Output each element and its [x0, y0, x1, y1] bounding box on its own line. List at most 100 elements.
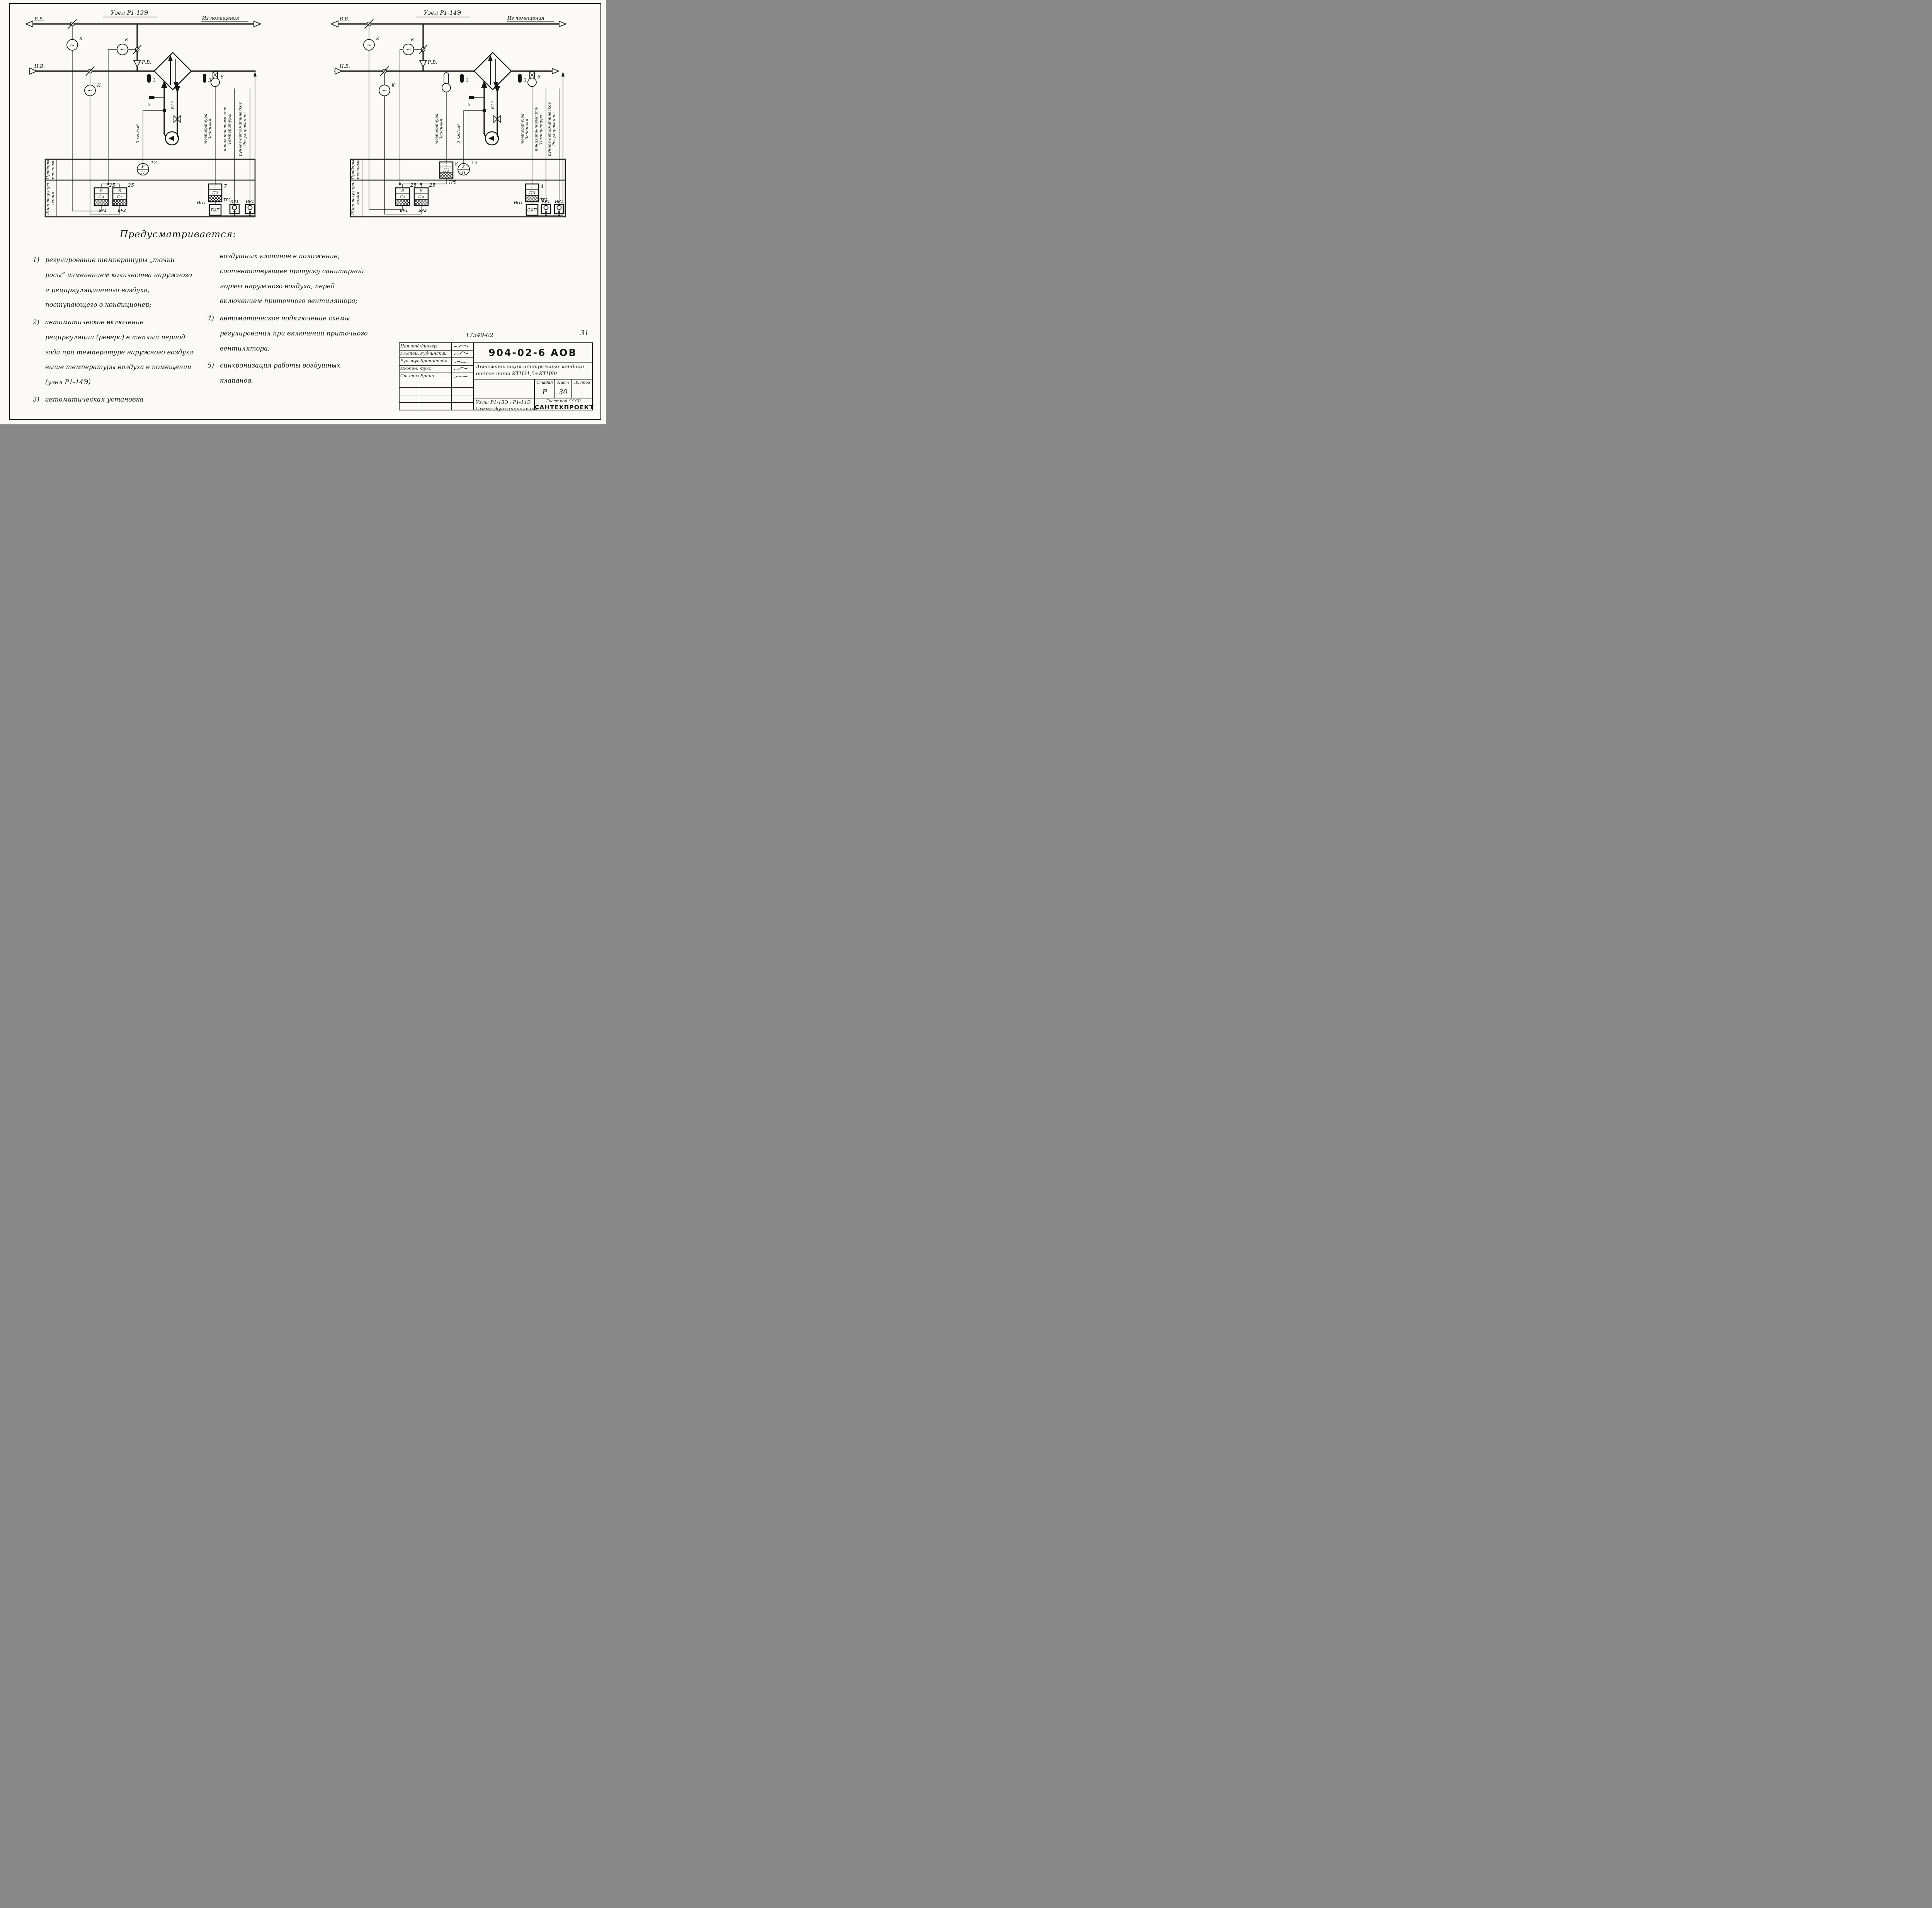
- exhaust-air-line: В.В. Из помещения: [330, 15, 567, 28]
- note-item: 3) автоматическая установка: [33, 395, 144, 403]
- motor-label: К: [410, 37, 415, 43]
- svg-text:температура: температура: [203, 114, 208, 145]
- svg-text:Из помещения: Из помещения: [507, 15, 544, 21]
- duct-sensors: 3 3 6: [147, 71, 224, 87]
- svg-text:Сл: Сл: [418, 195, 424, 199]
- regulator-block-tr1: t ПЗ 4 ТР1: [525, 183, 548, 203]
- svg-text:КР1: КР1: [230, 199, 238, 204]
- note-item: 2) автоматическое включение рециркуляции…: [33, 318, 194, 386]
- diagram-title: Узел Р1-13Э: [111, 9, 148, 16]
- svg-text:БР2: БР2: [118, 208, 126, 213]
- svg-text:~: ~: [366, 41, 372, 49]
- gauge-rp-12: Р П 12: [457, 160, 478, 175]
- exhaust-damper-actuator: ~ К: [363, 19, 403, 210]
- note-item: 1) регулирование температуры „точки росы…: [33, 256, 192, 309]
- svg-text:Н.В.: Н.В.: [339, 63, 350, 69]
- signer-row-empty: [400, 402, 473, 410]
- svg-text:ПЗ: ПЗ: [443, 168, 449, 173]
- svg-text:ручное-автоматическое: ручное-автоматическое: [547, 102, 552, 156]
- svg-text:t: t: [446, 162, 447, 167]
- control-panel: Приборы местные Щит регулиро- вания t ПЗ…: [350, 71, 566, 218]
- svg-text:Заданная: Заданная: [208, 119, 213, 140]
- svg-text:Регулирование:: Регулирование:: [243, 112, 247, 146]
- rv-label: Р.В.: [141, 60, 151, 65]
- pressure-tag: 3 кгс/см²: [136, 124, 140, 143]
- svg-text:t: t: [531, 185, 533, 189]
- svg-text:местные: местные: [356, 160, 361, 180]
- motor-label: К: [391, 83, 395, 88]
- pipe-tag: В12: [171, 101, 175, 109]
- pipe-tag: В12: [491, 101, 495, 109]
- svg-text:вания: вания: [356, 192, 361, 204]
- title-block-right: 904-02-6 АОВ Автоматизация центральных к…: [474, 343, 594, 412]
- svg-text:S: S: [118, 189, 121, 193]
- svg-text:25: 25: [429, 182, 435, 188]
- control-unit-kr1: КР1: [229, 199, 240, 214]
- svg-text:БР1: БР1: [400, 208, 408, 213]
- svg-text:12: 12: [151, 160, 157, 165]
- svg-text:Заданная: Заданная: [525, 119, 529, 140]
- recirculation-branch: Р.В. ~ К: [400, 23, 437, 184]
- svg-text:S: S: [100, 189, 102, 193]
- document-number: 17349-02: [466, 332, 493, 339]
- motor-label: К: [79, 36, 83, 41]
- signer-row: Гл.спец. Рубчинский: [400, 351, 473, 358]
- notes-column-right: воздушных клапанов в положение, соответс…: [207, 249, 369, 391]
- svg-text:Р: Р: [141, 164, 145, 169]
- ip1-label: ИП1: [197, 200, 206, 205]
- signer-row: Нач.отд Фингер: [400, 343, 473, 351]
- svg-text:Из помещения: Из помещения: [202, 15, 239, 21]
- signer-row-empty: [400, 388, 473, 395]
- svg-text:~: ~: [382, 87, 387, 95]
- outside-air-line: Н.В.: [334, 63, 560, 75]
- signal-lines: Заданная температура Температура: понизи…: [520, 87, 560, 204]
- indicator-block-sip: СИП: [526, 204, 539, 216]
- duct-sensors: 3 3 6: [460, 71, 541, 87]
- object-description: Узлы Р1-13Э ; Р1-14Э Схемы функциональны…: [476, 399, 538, 412]
- svg-text:Приборы: Приборы: [351, 160, 355, 180]
- heat-exchanger: [473, 52, 512, 90]
- signature-squiggle: [452, 366, 473, 373]
- svg-text:ПЗ: ПЗ: [529, 191, 535, 196]
- recirculation-branch: Р.В. ~ К: [108, 23, 151, 184]
- organization: Госстрой СССР САНТЕХПРОЕКТ: [534, 398, 594, 411]
- functional-diagram-node-r1-13e: Узел Р1-13Э В.В. Из помещения Н.В. ~ К: [25, 9, 262, 218]
- svg-text:~: ~: [120, 46, 125, 54]
- signature-squiggle: [452, 358, 473, 365]
- stage-row: Стадия Лист Листов Р 30: [474, 380, 592, 398]
- notes-heading: Предусматривается:: [120, 229, 236, 240]
- svg-text:Температура:: Температура:: [539, 114, 543, 145]
- svg-text:ПЗ: ПЗ: [212, 191, 218, 196]
- svg-text:вания: вания: [51, 192, 55, 204]
- pressure-tag: 3 кгс/см²: [456, 124, 461, 143]
- heat-exchanger: [153, 52, 192, 90]
- svg-text:25: 25: [410, 182, 417, 188]
- heating-water-loop: В12 2 3 кгс/см²: [456, 80, 501, 163]
- notes-section: Предусматривается: 1) регулирование темп…: [33, 229, 381, 403]
- svg-text:П: П: [141, 170, 145, 175]
- svg-text:Сл: Сл: [117, 195, 123, 199]
- svg-text:ручное-автоматическое: ручное-автоматическое: [238, 102, 243, 156]
- sheet-value: 30: [555, 386, 572, 398]
- svg-text:Регулирование:: Регулирование:: [552, 112, 556, 146]
- stage-value: Р: [535, 386, 555, 398]
- svg-text:БР1: БР1: [99, 208, 107, 213]
- svg-text:БР2: БР2: [418, 208, 427, 213]
- relay-block-br1: S Сл 25 БР1: [395, 182, 417, 213]
- signer-row: Рук.груп Бронштейн: [400, 358, 473, 366]
- relay-block-br2: S Сл 25 БР2: [112, 182, 134, 213]
- svg-text:Сл: Сл: [400, 195, 406, 199]
- svg-text:~: ~: [406, 46, 411, 54]
- svg-text:t: t: [214, 185, 216, 189]
- heating-water-loop: В12 2 3 кгс/см²: [136, 80, 181, 163]
- svg-text:Сл: Сл: [99, 195, 104, 199]
- control-unit-ir1: ИР1: [554, 199, 565, 214]
- svg-text:В.В.: В.В.: [339, 16, 349, 22]
- signature-squiggle: [452, 351, 473, 357]
- functional-diagram-node-r1-14e: Узел Р1-14Э В.В. Из помещения Н.В. ~ К: [330, 9, 567, 218]
- signature-squiggle: [452, 343, 473, 350]
- sensor-3-number: 3: [466, 77, 469, 83]
- signal-lines: Заданная температура Температура: понизи…: [203, 87, 250, 204]
- svg-text:понизить-повысить: понизить-повысить: [534, 107, 539, 151]
- signature-table: Нач.отд Фингер Гл.спец. Рубчинский Рук.г…: [400, 343, 474, 410]
